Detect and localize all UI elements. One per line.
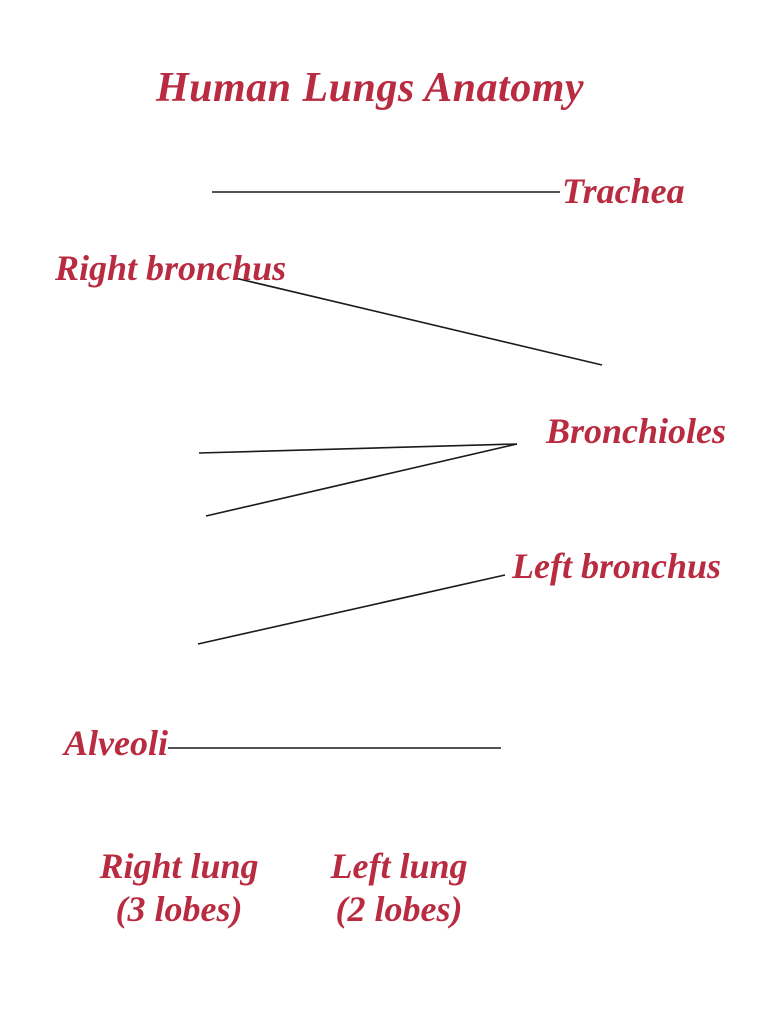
caption-left-lung-name: Left lung bbox=[330, 846, 468, 886]
label-alveoli: Alveoli bbox=[64, 723, 168, 763]
label-right-bronchus: Right bronchus bbox=[55, 248, 287, 288]
caption-left-lung: Left lung (2 lobes) bbox=[289, 845, 509, 931]
label-bronchioles: Bronchioles bbox=[546, 411, 727, 451]
bronchioles-lower-line bbox=[205, 443, 518, 517]
bronchioles-upper-line bbox=[198, 443, 518, 454]
caption-right-lung-name: Right lung bbox=[99, 846, 259, 886]
caption-right-lung: Right lung (3 lobes) bbox=[69, 845, 289, 931]
left-bronchus-line bbox=[197, 574, 506, 645]
label-left-bronchus: Left bronchus bbox=[512, 546, 722, 586]
caption-right-lung-lobes: (3 lobes) bbox=[115, 889, 243, 929]
page-title: Human Lungs Anatomy bbox=[155, 65, 585, 111]
caption-left-lung-lobes: (2 lobes) bbox=[335, 889, 463, 929]
right-bronchus-line bbox=[234, 277, 603, 366]
label-trachea: Trachea bbox=[562, 171, 685, 211]
